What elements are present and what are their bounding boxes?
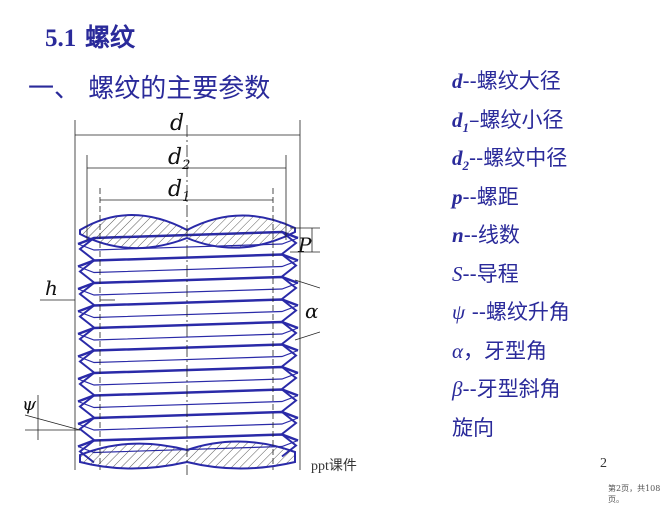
parameter-subscript: 1 [462,119,470,135]
parameter-description: --导程 [462,261,519,286]
thread-flank-right [281,276,298,300]
parameter-description: --线数 [463,223,520,247]
label-d: d [170,111,184,136]
parameter-subscript: 2 [462,158,470,174]
thread-flank-left [78,372,95,396]
parameter-description: 旋向 [452,415,494,440]
thread-flank-left [78,259,95,284]
parameter-item: p--螺距 [452,178,570,217]
thread-flank-left [78,282,95,306]
label-alpha: α [305,299,319,323]
parameter-item: d1–螺纹小径 [452,101,570,140]
section-number: 5.1 [45,25,77,52]
thread-root [77,417,299,431]
slide-title: 5.1 螺纹 [45,18,135,54]
thread-crest [77,253,299,268]
parameter-symbol: p [452,184,463,209]
thread-crest [77,343,299,358]
thread-root [77,259,299,274]
thread-root [77,394,299,409]
parameter-item: ψ --螺纹升角 [452,293,570,332]
section-title: 螺纹 [84,23,135,52]
slide-subtitle: 一、 螺纹的主要参数 [28,74,271,104]
parameter-description: --螺距 [462,184,519,209]
thread-flank-right [281,298,298,323]
thread-flank-left [78,304,95,329]
thread-flank-right [281,366,298,390]
thread-flank-right [281,388,298,413]
label-pitch: P [297,233,312,257]
thread-crest [77,410,299,426]
page-info: 第2页，共108页。 [608,484,661,504]
parameter-symbol: β [452,377,463,401]
bottom-section-hatch [79,440,296,470]
footer-text: ppt课件 [311,459,357,474]
parameter-symbol: n [452,223,464,247]
thread-flank-right [281,343,298,368]
parameter-description: ，牙型角 [463,338,548,363]
parameter-item: d--螺纹大径 [452,62,570,101]
parameter-symbol: d [452,146,463,170]
thread-flank-left [78,394,95,419]
label-h: h [45,276,58,300]
parameter-description: --螺纹大径 [462,69,561,93]
top-section-hatch [79,214,296,250]
thread-crest [77,320,299,336]
parameter-symbol: ψ [452,300,466,324]
thread-flank-left [78,349,95,374]
thread-crest [77,433,299,448]
thread-flank-left [78,417,95,441]
parameter-description: --螺纹升角 [465,300,570,324]
parameter-item: 旋向 [452,409,570,448]
thread-crest [77,275,299,291]
thread-crest [77,298,299,313]
parameter-symbol: α [452,338,464,363]
thread-flank-right [281,321,298,345]
parameter-symbol: d [452,107,463,132]
thread-flank-left [78,237,95,261]
thread-diagram: d d2 d1 P h α ψ [22,111,320,475]
parameter-symbol: d [452,69,463,93]
parameter-item: α，牙型角 [452,332,570,371]
parameter-description: –螺纹小径 [469,107,564,132]
thread-crest [77,365,299,381]
thread-root [77,282,299,296]
label-d2: d2 [168,145,190,173]
thread-flank-right [281,411,298,435]
label-d1: d1 [168,177,190,205]
thread-root [77,349,299,364]
parameter-item: d2--螺纹中径 [452,139,570,178]
parameter-description: --牙型斜角 [462,377,561,401]
thread-root [77,327,299,341]
thread-root [77,304,299,319]
thread-root [77,237,299,251]
parameter-item: β--牙型斜角 [452,370,570,409]
parameter-item: n--线数 [452,216,570,255]
thread-flank-left [78,327,95,351]
parameter-item: S--导程 [452,255,570,294]
thread-root [77,372,299,386]
page-number: 2 [600,456,607,471]
parameter-description: --螺纹中径 [469,146,568,170]
label-psi: ψ [22,394,37,415]
thread-flank-right [281,253,298,278]
parameter-symbol: S [452,261,463,286]
thread-crest [77,388,299,403]
